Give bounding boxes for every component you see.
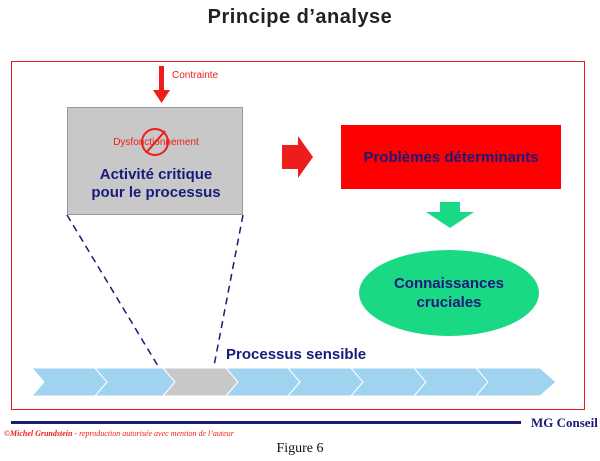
process-chevron-1 xyxy=(30,367,108,397)
copyright-credit: ©Michel Grundstein - reproduction autori… xyxy=(4,429,234,438)
diagram-frame xyxy=(11,61,585,410)
prohibited-icon xyxy=(141,128,169,156)
figure-caption: Figure 6 xyxy=(276,441,324,456)
down-arrow xyxy=(426,202,474,228)
footer-divider xyxy=(11,421,521,424)
constraint-label: Contrainte xyxy=(172,70,219,81)
knowledge-line1: Connaissances xyxy=(393,275,505,292)
projection-line-right xyxy=(213,214,244,367)
projection-line-left xyxy=(66,214,159,367)
knowledge-line2: cruciales xyxy=(416,294,482,311)
credit-note: - reproduction autorisée avec mention de… xyxy=(72,429,234,438)
critical-activity-line1: Activité critique xyxy=(99,166,213,183)
process-band xyxy=(30,367,557,397)
critical-activity-box: Dysfonctionnement Activité critique pour… xyxy=(67,107,243,215)
problems-label: Problèmes déterminants xyxy=(363,148,539,166)
critical-activity-text: Activité critique pour le processus xyxy=(68,166,244,202)
process-label: Processus sensible xyxy=(226,346,367,363)
problems-box: Problèmes déterminants xyxy=(341,125,561,189)
page-title: Principe d’analyse xyxy=(207,6,393,28)
process-chevron-8 xyxy=(474,367,557,397)
right-arrow xyxy=(282,136,313,178)
constraint-arrow xyxy=(153,66,170,103)
critical-activity-line2: pour le processus xyxy=(91,184,221,201)
brand-logo: MG Conseil xyxy=(531,415,598,430)
process-chevron-2 xyxy=(93,367,176,397)
credit-author: ©Michel Grundstein xyxy=(4,429,73,438)
knowledge-ellipse: Connaissances cruciales xyxy=(359,250,539,336)
